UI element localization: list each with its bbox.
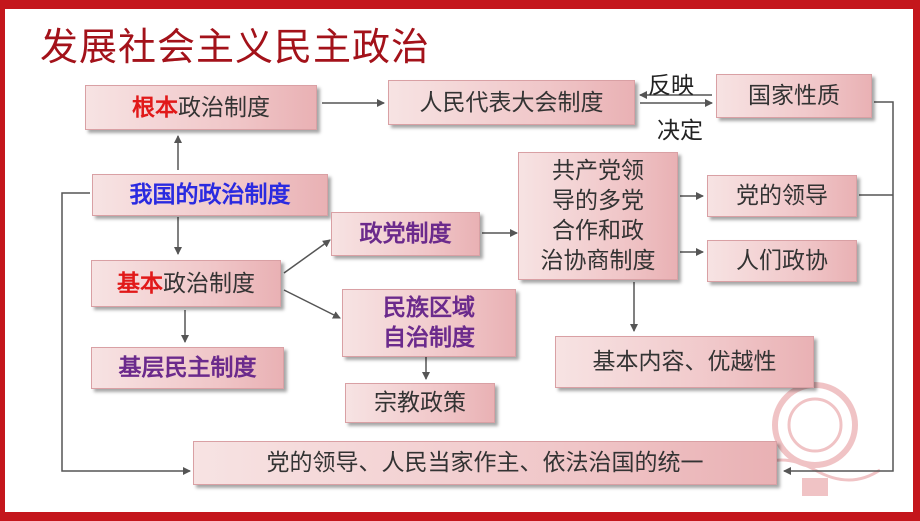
node-cppcc: 人们政协 [707, 240, 857, 282]
frame-right [913, 0, 920, 521]
node-unity: 党的领导、人民当家作主、依法治国的统一 [193, 441, 777, 485]
unity-label: 党的领导、人民当家作主、依法治国的统一 [266, 450, 704, 476]
basic-rest: 政治制度 [163, 270, 255, 297]
node-our-political-system: 我国的政治制度 [92, 174, 328, 216]
node-ethnic-autonomy: 民族区域 自治制度 [342, 289, 516, 357]
node-religion-policy: 宗教政策 [345, 383, 495, 423]
label-reflect: 反映 [648, 73, 694, 99]
frame-bottom [0, 512, 920, 521]
party-leadership-label: 党的领导 [736, 183, 828, 209]
node-state-nature: 国家性质 [716, 74, 872, 118]
party-system-label: 政党制度 [359, 221, 452, 247]
basic-emphasis: 基本 [117, 270, 163, 297]
fundamental-rest: 政治制度 [178, 94, 270, 121]
fundamental-emphasis: 根本 [132, 94, 178, 121]
frame-left [0, 0, 5, 521]
frame-top [0, 0, 920, 9]
node-fundamental-system: 根本政治制度 [85, 85, 317, 130]
node-grassroots-democracy: 基层民主制度 [91, 347, 284, 389]
node-party-leadership: 党的领导 [707, 175, 857, 217]
ethnic-line-1: 民族区域 [383, 295, 475, 321]
grassroots-label: 基层民主制度 [118, 355, 257, 381]
node-content-advantage: 基本内容、优越性 [555, 336, 814, 388]
node-basic-system: 基本政治制度 [91, 260, 281, 307]
cpc-line-1: 共产党领 [552, 158, 644, 184]
slide-title: 发展社会主义民主政治 [40, 25, 431, 69]
label-decide: 决定 [657, 118, 703, 144]
our-system-label: 我国的政治制度 [129, 182, 291, 208]
node-party-system: 政党制度 [331, 212, 480, 256]
ethnic-line-2: 自治制度 [383, 325, 475, 351]
cpc-line-3: 合作和政 [552, 218, 644, 244]
religion-policy-label: 宗教政策 [374, 390, 466, 416]
node-cpc-cooperation: 共产党领 导的多党 合作和政 治协商制度 [518, 152, 678, 280]
cpc-line-4: 治协商制度 [540, 248, 656, 274]
node-npc-system: 人民代表大会制度 [388, 80, 635, 125]
cppcc-label: 人们政协 [736, 248, 828, 274]
cpc-line-2: 导的多党 [552, 188, 644, 214]
content-advantage-label: 基本内容、优越性 [592, 349, 777, 375]
state-nature-label: 国家性质 [748, 83, 840, 109]
ornament-icon [749, 382, 881, 496]
npc-label: 人民代表大会制度 [419, 89, 604, 116]
